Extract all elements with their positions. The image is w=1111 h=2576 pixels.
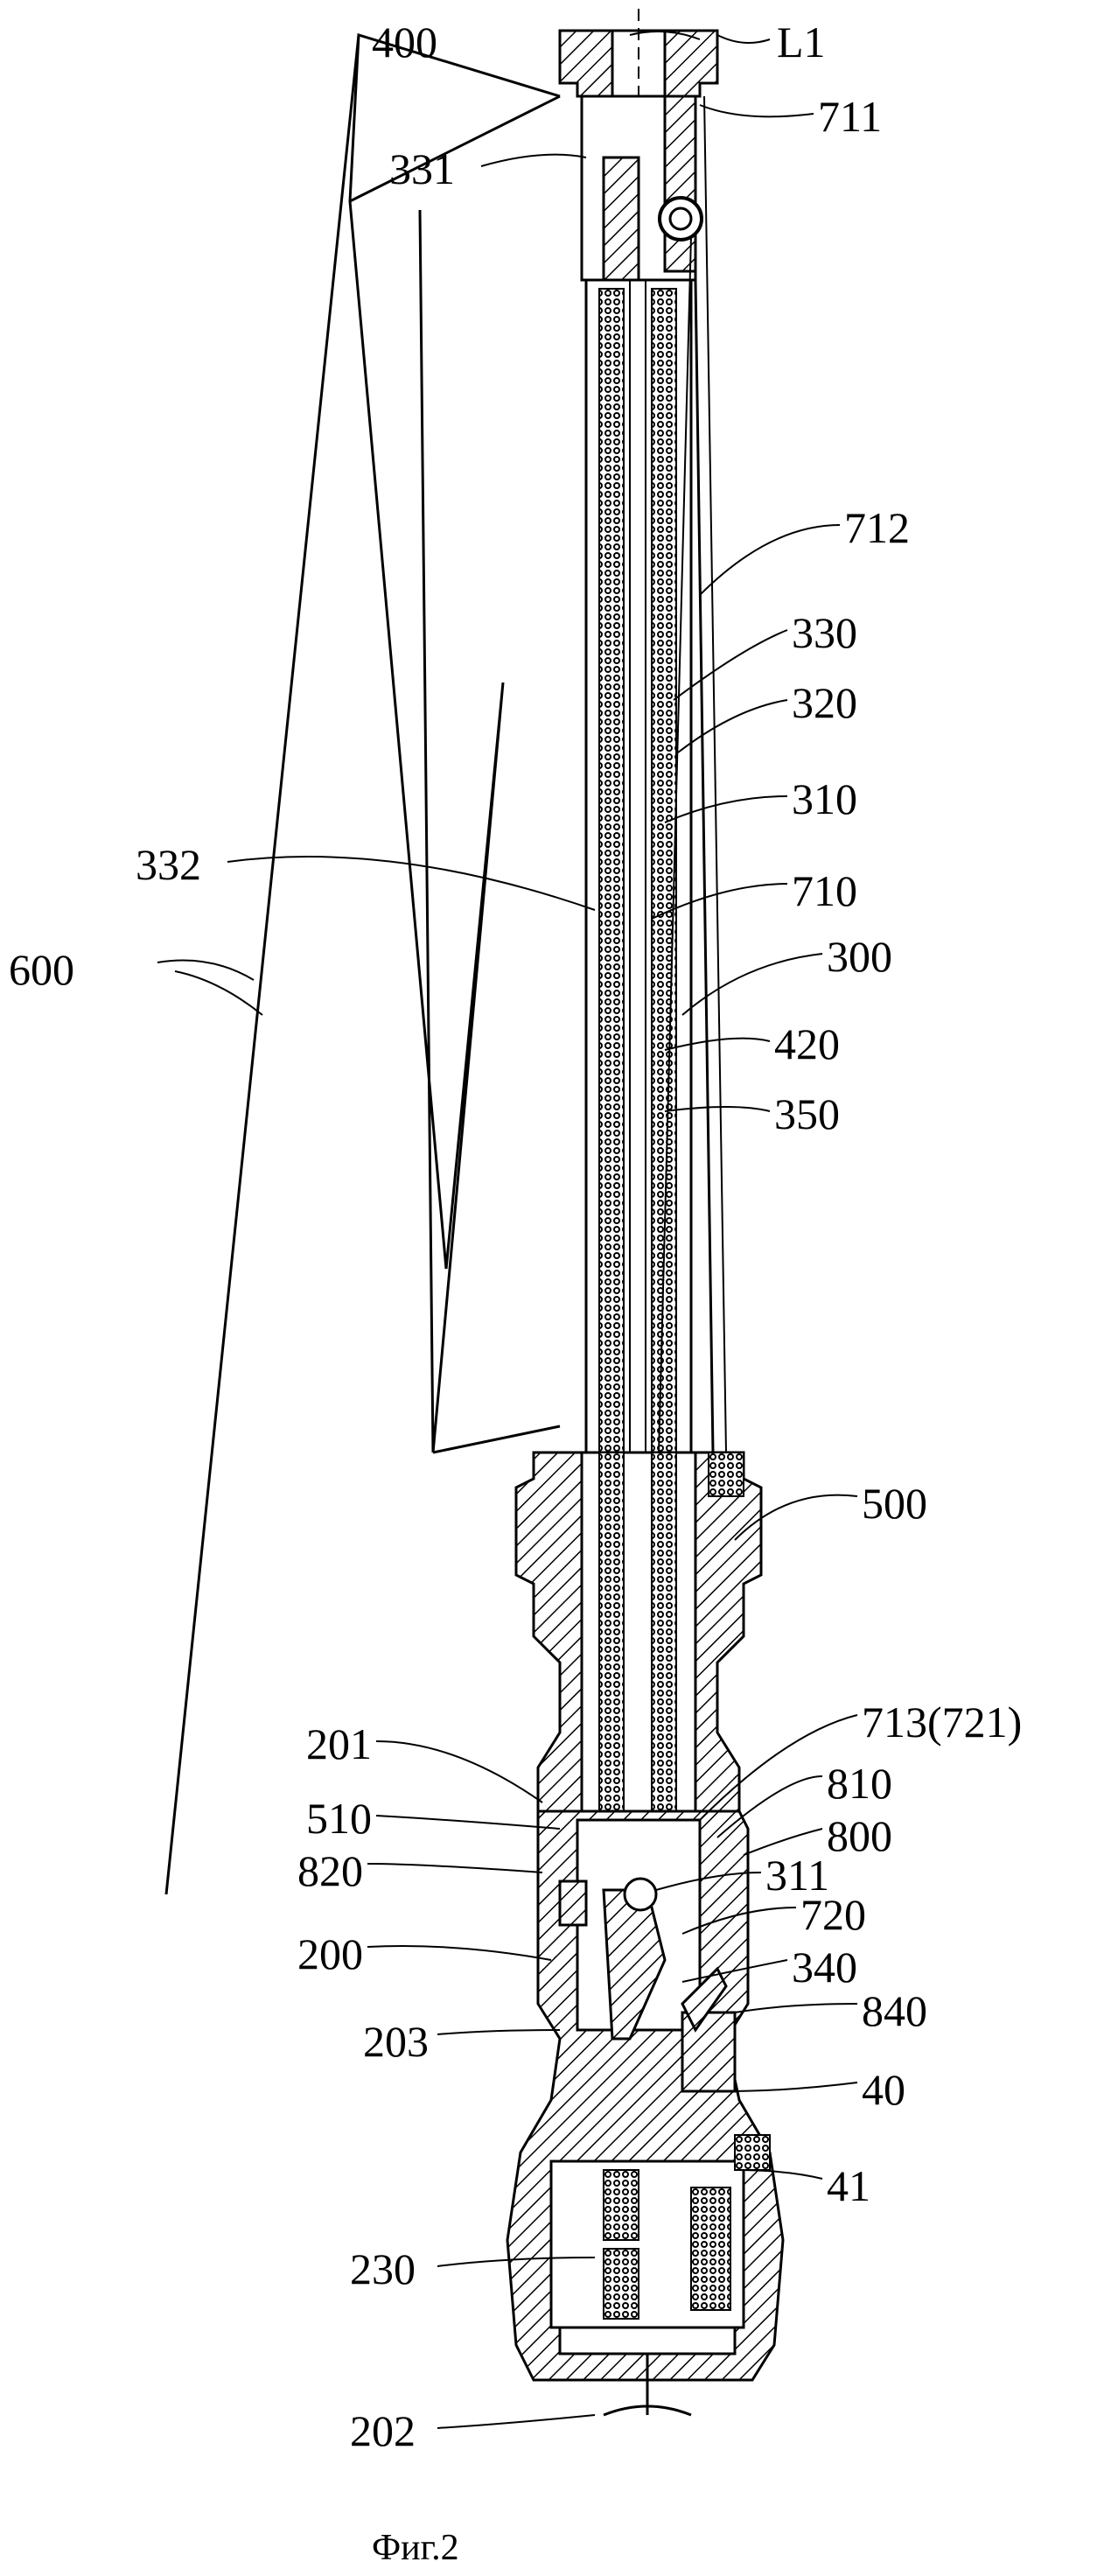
leader-lines xyxy=(157,31,858,2429)
label-800: 800 xyxy=(827,1811,892,1860)
label-40: 40 xyxy=(862,2065,905,2114)
label-840: 840 xyxy=(862,1986,927,2035)
label-510: 510 xyxy=(306,1794,372,1843)
scissor-arm-600 xyxy=(164,33,561,1895)
label-600: 600 xyxy=(9,945,74,994)
label-712: 712 xyxy=(844,503,910,552)
label-720: 720 xyxy=(800,1890,866,1939)
label-311: 311 xyxy=(765,1851,829,1900)
label-420: 420 xyxy=(774,1019,840,1068)
label-820: 820 xyxy=(297,1846,363,1895)
label-310: 310 xyxy=(792,774,857,823)
label-500: 500 xyxy=(862,1479,927,1528)
figure-caption: Фиг.2 xyxy=(372,2528,459,2568)
label-203: 203 xyxy=(363,2017,429,2066)
label-331: 331 xyxy=(389,144,455,193)
label-200: 200 xyxy=(297,1929,363,1978)
handle-body-200 xyxy=(506,1810,785,2417)
upper-sleeve-331 xyxy=(580,94,703,282)
label-710: 710 xyxy=(792,866,857,915)
label-201: 201 xyxy=(306,1719,372,1768)
label-L1: L1 xyxy=(777,18,826,66)
label-810: 810 xyxy=(827,1759,892,1808)
label-711: 711 xyxy=(818,92,882,141)
label-300: 300 xyxy=(827,932,892,981)
collar-500 xyxy=(514,1451,763,1813)
label-202: 202 xyxy=(350,2406,416,2455)
label-320: 320 xyxy=(792,678,857,727)
label-230: 230 xyxy=(350,2244,416,2293)
label-350: 350 xyxy=(774,1089,840,1138)
reference-labels: 400 L1 711 331 712 330 320 310 332 710 6… xyxy=(9,18,1022,2568)
label-713: 713(721) xyxy=(862,1698,1022,1746)
label-330: 330 xyxy=(792,608,857,657)
label-41: 41 xyxy=(827,2161,870,2210)
label-340: 340 xyxy=(792,1942,857,1992)
top-cap-400 xyxy=(558,9,719,105)
label-400: 400 xyxy=(372,18,437,66)
label-332: 332 xyxy=(136,840,201,889)
